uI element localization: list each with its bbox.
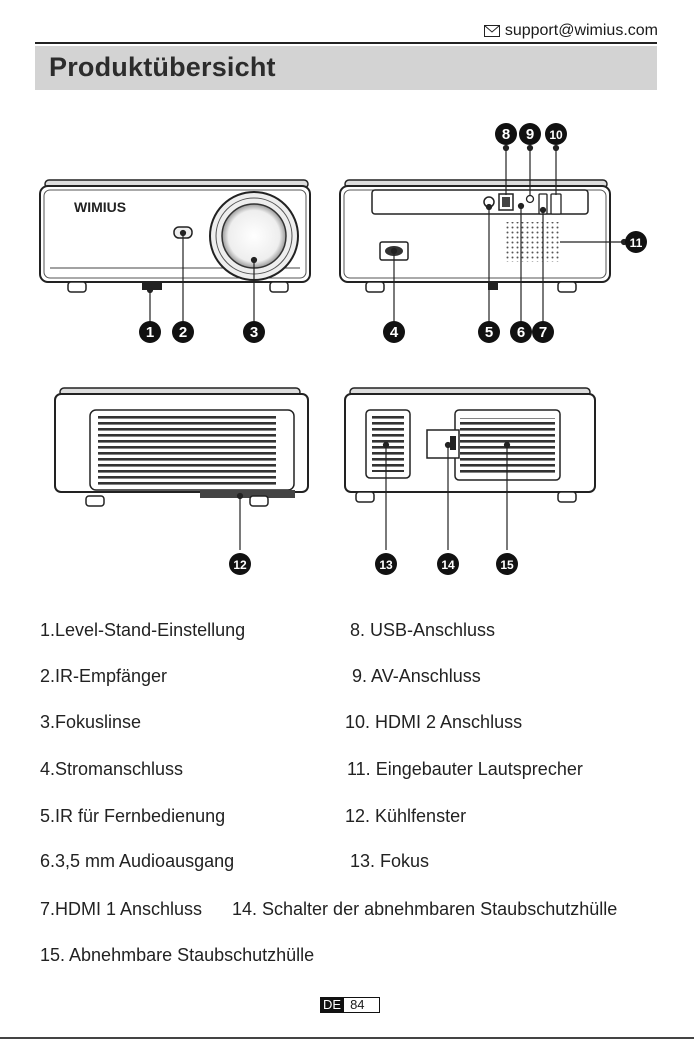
svg-text:12: 12	[233, 558, 247, 572]
feature-item-1: 1.Level-Stand-Einstellung	[40, 620, 246, 640]
callout-4: 4	[383, 321, 405, 343]
projector-back-view	[339, 179, 611, 293]
support-contact: support@wimius.com	[483, 22, 658, 40]
brand-logo: WIMIUS	[74, 199, 126, 215]
svg-text:2: 2	[179, 324, 187, 341]
svg-text:7: 7	[539, 324, 547, 341]
feature-item-4: 4.Stromanschluss	[40, 759, 184, 779]
callout-2: 2	[172, 321, 194, 343]
feature-item-9: 9. AV-Anschluss	[352, 666, 481, 686]
svg-text:1: 1	[146, 324, 154, 341]
language-badge: DE	[320, 997, 345, 1013]
projector-side-view-left	[54, 387, 309, 507]
callout-11: 11	[625, 231, 647, 253]
envelope-icon	[483, 25, 500, 37]
svg-text:5: 5	[485, 324, 493, 341]
feature-item-7: 7.HDMI 1 Anschluss	[40, 899, 203, 919]
dust-cover-switch	[426, 429, 460, 459]
page-footer: DE 84	[320, 997, 380, 1013]
cooling-vent	[98, 416, 276, 486]
callout-12: 12	[229, 553, 251, 575]
product-diagram: WIMIUS	[39, 123, 647, 575]
feature-item-8: 8. USB-Anschluss	[350, 620, 496, 640]
svg-text:8: 8	[502, 126, 510, 143]
callout-7: 7	[532, 321, 554, 343]
av-port	[525, 194, 535, 204]
callout-5: 5	[478, 321, 500, 343]
svg-text:14: 14	[441, 558, 455, 572]
feature-item-12: 12. Kühlfenster	[345, 806, 467, 826]
header-rule	[35, 42, 657, 44]
projector-front-view: WIMIUS	[39, 179, 311, 293]
svg-text:3: 3	[250, 324, 258, 341]
page-title: Produktübersicht	[49, 52, 276, 82]
callout-13: 13	[375, 553, 397, 575]
feature-item-2: 2.IR-Empfänger	[40, 666, 168, 686]
page-number: 84	[344, 997, 380, 1013]
svg-text:13: 13	[379, 558, 393, 572]
callout-10: 10	[545, 123, 567, 145]
svg-text:15: 15	[500, 558, 514, 572]
callout-9: 9	[519, 123, 541, 145]
callout-1: 1	[139, 321, 161, 343]
callout-6: 6	[510, 321, 532, 343]
feature-item-6: 6.3,5 mm Audioausgang	[40, 851, 235, 871]
callout-3: 3	[243, 321, 265, 343]
callout-15: 15	[496, 553, 518, 575]
svg-text:4: 4	[390, 324, 399, 341]
svg-text:11: 11	[630, 236, 643, 250]
feature-item-13: 13. Fokus	[350, 851, 430, 871]
svg-text:9: 9	[526, 126, 534, 143]
callout-8: 8	[495, 123, 517, 145]
callout-14: 14	[437, 553, 459, 575]
svg-text:10: 10	[549, 128, 563, 142]
feature-item-15: 15. Abnehmbare Staubschutzhülle	[40, 945, 315, 965]
feature-item-14: 14. Schalter der abnehmbaren Staubschutz…	[232, 899, 618, 919]
feature-item-3: 3.Fokuslinse	[40, 712, 142, 732]
title-bar: Produktübersicht	[35, 46, 657, 90]
footer-rule	[0, 1037, 694, 1039]
speaker-grille	[506, 222, 560, 262]
feature-item-10: 10. HDMI 2 Anschluss	[345, 712, 523, 732]
feature-item-11: 11. Eingebauter Lautsprecher	[347, 759, 583, 779]
svg-text:6: 6	[517, 324, 525, 341]
feature-item-5: 5.IR für Fernbedienung	[40, 806, 226, 826]
support-email[interactable]: support@wimius.com	[504, 22, 658, 39]
projector-side-view-right	[344, 387, 596, 503]
hdmi-2-port	[550, 193, 562, 215]
